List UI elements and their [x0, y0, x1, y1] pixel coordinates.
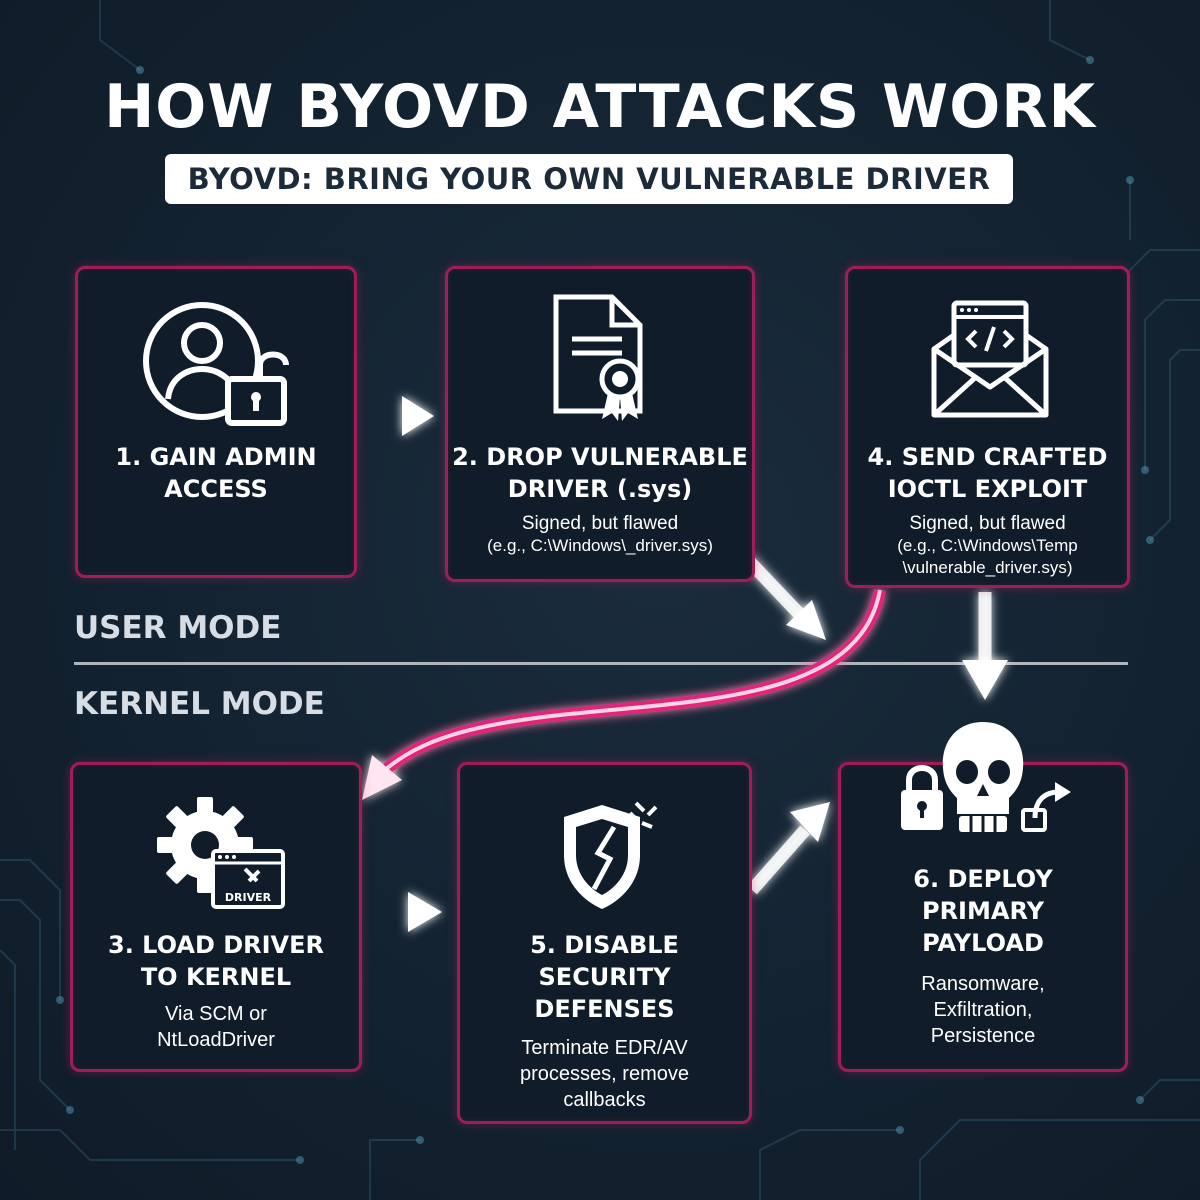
step-6-description: Ransomware, Exfiltration, Persistence — [921, 973, 1045, 1047]
step-2-title: 2. DROP VULNERABLE DRIVER (.sys) — [452, 443, 748, 503]
step-card-5: 5. DISABLE SECURITY DEFENSES Terminate E… — [457, 762, 752, 1124]
step-4-title: 4. SEND CRAFTED IOCTL EXPLOIT — [867, 443, 1108, 503]
step-3-description: Via SCM or NtLoadDriver — [157, 1003, 275, 1051]
arrow-step1-to-step2 — [360, 396, 434, 436]
broken-shield-icon — [564, 801, 658, 909]
driver-icon-label: DRIVER — [225, 891, 272, 904]
step-5-title: 5. DISABLE SECURITY DEFENSES — [530, 931, 679, 1023]
arrow-step5-to-step6 — [747, 802, 830, 895]
step-5-description: Terminate EDR/AV processes, remove callb… — [520, 1037, 689, 1111]
arrow-step2-to-step4 — [743, 555, 826, 640]
step-1-title: 1. GAIN ADMIN ACCESS — [115, 443, 317, 503]
step-4-description: Signed, but flawed (e.g., C:\Windows\Tem… — [897, 513, 1078, 577]
user-unlock-icon — [143, 302, 289, 426]
certificate-document-icon — [553, 294, 643, 421]
kernel-mode-label: KERNEL MODE — [74, 686, 325, 722]
step-2-description: Signed, but flawed (e.g., C:\Windows\_dr… — [487, 513, 713, 555]
step-card-4: 4. SEND CRAFTED IOCTL EXPLOIT Signed, bu… — [845, 266, 1130, 588]
subtitle-banner: BYOVD: BRING YOUR OWN VULNERABLE DRIVER — [165, 154, 1013, 204]
step-6-title: 6. DEPLOY PRIMARY PAYLOAD — [913, 865, 1053, 957]
user-mode-label: USER MODE — [74, 610, 282, 646]
page-title: HOW BYOVD ATTACKS WORK — [104, 72, 1096, 142]
step-3-title: 3. LOAD DRIVER TO KERNEL — [108, 931, 324, 991]
step-card-1: 1. GAIN ADMIN ACCESS — [75, 266, 357, 578]
skull-lock-exfil-icon — [901, 722, 1071, 832]
subtitle-text: BYOVD: BRING YOUR OWN VULNERABLE DRIVER — [187, 162, 991, 196]
arrow-step3-to-step5 — [362, 892, 442, 932]
arrow-step4-to-step6 — [962, 592, 1008, 700]
code-envelope-icon — [931, 300, 1049, 418]
step-card-2: 2. DROP VULNERABLE DRIVER (.sys) Signed,… — [445, 266, 755, 582]
gear-driver-icon: DRIVER — [157, 797, 285, 909]
step-card-3: DRIVER 3. LOAD DRIVER TO KERNEL Via SCM … — [70, 762, 362, 1072]
mode-divider — [74, 662, 1128, 665]
